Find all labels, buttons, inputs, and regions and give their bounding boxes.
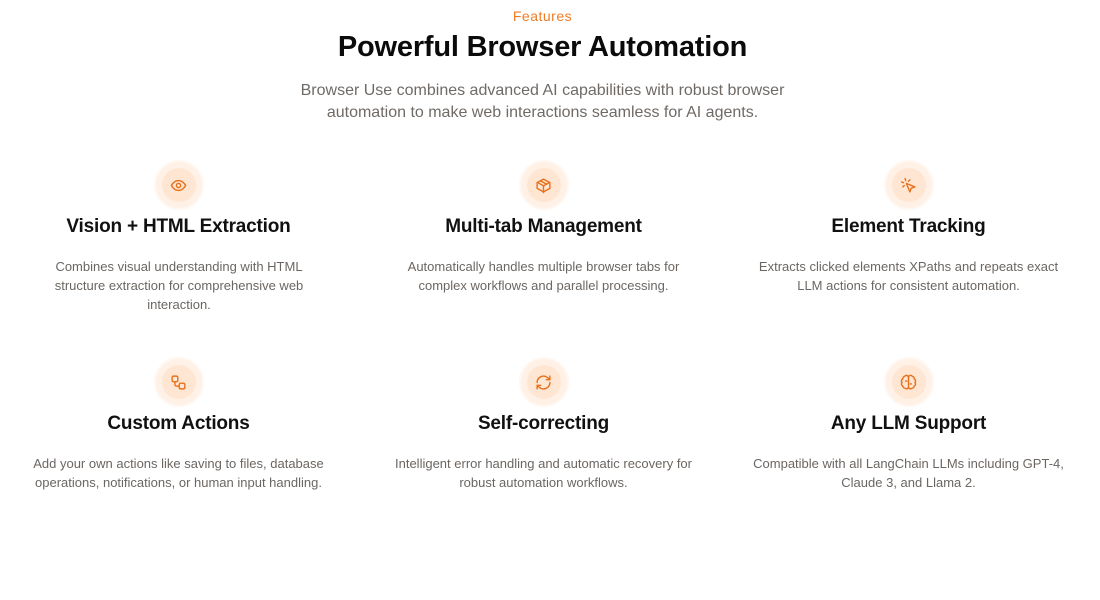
feature-description: Combines visual understanding with HTML … bbox=[54, 259, 304, 312]
brain-icon bbox=[900, 374, 917, 390]
eye-icon bbox=[170, 179, 187, 191]
feature-description: Automatically handles multiple browser t… bbox=[407, 259, 680, 293]
feature-description: Compatible with all LangChain LLMs inclu… bbox=[753, 456, 1064, 490]
feature-title: Self-correcting bbox=[477, 413, 610, 434]
feature-card-element-tracking: Element Tracking Extracts clicked elemen… bbox=[726, 162, 1091, 359]
feature-description: Intelligent error handling and automatic… bbox=[395, 456, 692, 490]
feature-card-custom-actions: Custom Actions Add your own actions like… bbox=[0, 359, 361, 556]
workflow-icon bbox=[171, 374, 186, 390]
feature-title: Element Tracking bbox=[831, 216, 986, 237]
section-subtitle: Browser Use combines advanced AI capabil… bbox=[300, 82, 785, 121]
section-eyebrow: Features bbox=[512, 8, 573, 24]
feature-icon-badge bbox=[885, 359, 932, 405]
feature-card-any-llm: Any LLM Support Compatible with all Lang… bbox=[726, 359, 1091, 556]
feature-description: Add your own actions like saving to file… bbox=[33, 456, 324, 490]
feature-icon-badge bbox=[520, 359, 567, 405]
refresh-icon bbox=[536, 374, 551, 390]
feature-icon-badge bbox=[885, 162, 932, 208]
feature-icon-badge bbox=[155, 359, 202, 405]
feature-description: Extracts clicked elements XPaths and rep… bbox=[758, 259, 1059, 293]
feature-title: Multi-tab Management bbox=[445, 216, 642, 237]
mouse-pointer-click-icon bbox=[900, 177, 916, 193]
feature-title: Custom Actions bbox=[107, 413, 250, 434]
feature-card-self-correcting: Self-correcting Intelligent error handli… bbox=[361, 359, 726, 556]
feature-icon-badge bbox=[520, 162, 567, 208]
feature-title: Vision + HTML Extraction bbox=[66, 216, 291, 237]
section-title: Powerful Browser Automation bbox=[337, 31, 748, 63]
feature-card-vision-html: Vision + HTML Extraction Combines visual… bbox=[0, 162, 361, 359]
feature-card-multi-tab: Multi-tab Management Automatically handl… bbox=[361, 162, 726, 359]
feature-icon-badge bbox=[155, 162, 202, 208]
feature-title: Any LLM Support bbox=[830, 413, 987, 434]
package-icon bbox=[536, 177, 551, 193]
features-grid: Vision + HTML Extraction Combines visual… bbox=[0, 162, 1091, 556]
